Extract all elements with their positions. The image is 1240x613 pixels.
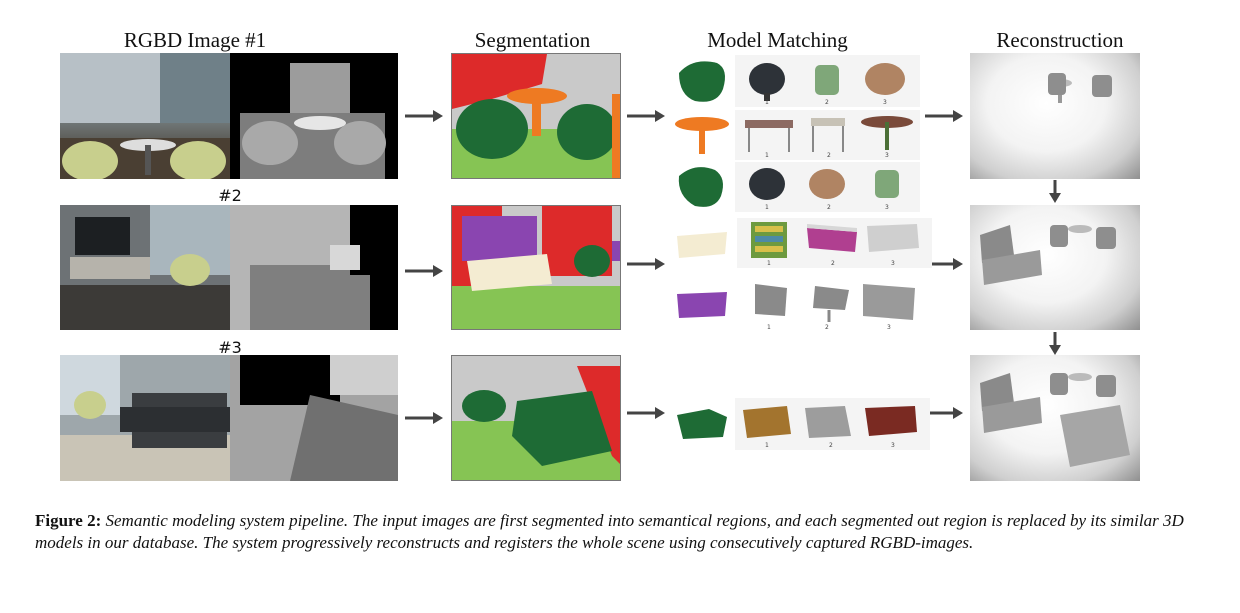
segment-table: [675, 117, 729, 154]
arrow-right-icon: [627, 110, 665, 122]
arrow-right-icon: [405, 412, 443, 424]
column-title-rgbd: RGBD Image #1: [123, 28, 267, 52]
segment-sofa: [677, 409, 727, 439]
arrow-down-icon: [1049, 332, 1061, 355]
candidates-chair-1: 1 2 3: [735, 55, 920, 107]
depth-image-3-map: [230, 355, 398, 481]
column-title-reconstruction: Reconstruction: [996, 28, 1124, 52]
depth-image-2: [230, 205, 398, 330]
segment-chair-1: [679, 61, 725, 102]
segmentation-1-regions: [452, 54, 620, 178]
candidate-rank-1: 1: [765, 204, 769, 211]
candidate-models: [749, 168, 899, 200]
segmentation-2-regions: [452, 206, 620, 329]
candidate-rank-3: 3: [891, 260, 895, 267]
column-title-segmentation: Segmentation: [474, 28, 591, 52]
arrow-right-icon: [405, 265, 443, 277]
rgb-image-2-scene: [60, 205, 230, 330]
segmentation-1: [451, 53, 621, 179]
reconstruction-3: [970, 355, 1140, 481]
reconstruction-3-scene: [980, 373, 1130, 467]
segment-tv: [677, 292, 727, 318]
column-title-model-matching: Model Matching: [707, 28, 848, 52]
candidate-models: [755, 284, 915, 322]
candidate-rank-1: 1: [765, 99, 769, 106]
segmentation-3-regions: [452, 356, 620, 480]
candidate-models: [745, 116, 913, 152]
candidate-rank-2: 2: [831, 260, 835, 267]
candidate-rank-1: 1: [767, 260, 771, 267]
candidates-table: 1 2 3: [735, 110, 920, 160]
figure-caption: Figure 2: Semantic modeling system pipel…: [35, 510, 1185, 554]
rgb-image-3: [60, 355, 230, 481]
arrow-right-icon: [627, 258, 665, 270]
reconstruction-1: [970, 53, 1140, 179]
depth-image-1: [230, 53, 398, 179]
candidates-chair-2: 1 2 3: [735, 162, 920, 212]
reconstruction-1-scene: [1048, 73, 1112, 103]
candidate-rank-2: 2: [825, 324, 829, 331]
candidates-cabinet: 1 2 3: [737, 218, 932, 268]
row-label-2: #2: [218, 186, 242, 205]
candidate-rank-2: 2: [827, 204, 831, 211]
arrow-right-icon: [405, 110, 443, 122]
candidate-rank-1: 1: [765, 152, 769, 159]
candidate-models: [743, 406, 917, 438]
candidate-rank-3: 3: [885, 204, 889, 211]
arrow-down-icon: [1049, 180, 1061, 203]
reconstruction-2: [970, 205, 1140, 330]
candidate-rank-3: 3: [885, 152, 889, 159]
candidate-rank-1: 1: [767, 324, 771, 331]
arrow-right-icon: [925, 110, 963, 122]
reconstruction-2-scene: [980, 225, 1116, 285]
arrow-right-icon: [627, 407, 665, 419]
rgb-image-2: [60, 205, 230, 330]
depth-image-3: [230, 355, 398, 481]
candidate-rank-1: 1: [765, 442, 769, 449]
candidate-rank-3: 3: [891, 442, 895, 449]
rgb-image-3-scene: [60, 355, 230, 481]
candidate-rank-2: 2: [825, 99, 829, 106]
segment-cabinet: [677, 232, 727, 258]
figure-caption-label: Figure 2:: [35, 511, 102, 530]
candidate-rank-3: 3: [883, 99, 887, 106]
row-label-3: #3: [218, 338, 242, 357]
figure-caption-text: Semantic modeling system pipeline. The i…: [35, 511, 1184, 552]
candidate-rank-2: 2: [827, 152, 831, 159]
segmentation-3: [451, 355, 621, 481]
candidates-tv: 1 2 3: [737, 280, 932, 332]
depth-image-1-map: [240, 63, 386, 179]
rgb-image-1: [60, 53, 230, 179]
candidate-models: [751, 222, 919, 258]
segmentation-2: [451, 205, 621, 330]
candidate-rank-3: 3: [887, 324, 891, 331]
depth-image-2-map: [230, 205, 398, 330]
candidate-models: [749, 63, 905, 101]
arrow-right-icon: [925, 407, 963, 419]
candidate-rank-2: 2: [829, 442, 833, 449]
segment-chair-2: [678, 167, 723, 207]
candidates-sofa: 1 2 3: [735, 398, 930, 450]
rgb-image-1-scene: [60, 53, 230, 179]
